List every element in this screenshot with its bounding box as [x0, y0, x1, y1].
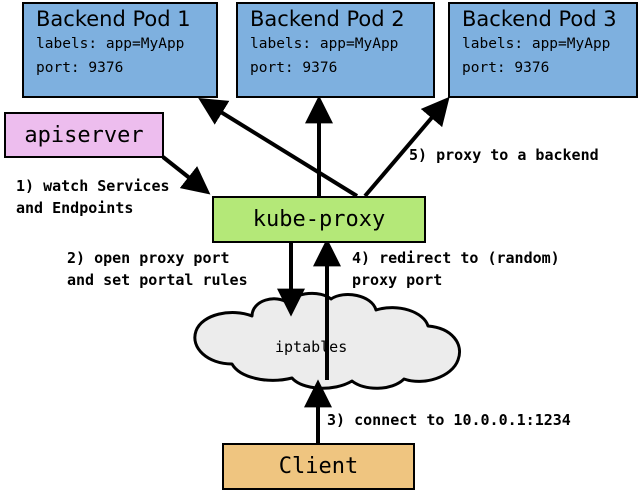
pod-3-port: port: 9376 [462, 60, 550, 76]
arrow-apiserver-to-kubeproxy [161, 155, 211, 195]
pod-2-labels: labels: app=MyApp [250, 36, 399, 52]
step-1-line-1: 1) watch Services [16, 177, 170, 195]
pod-1-labels: labels: app=MyApp [36, 36, 185, 52]
apiserver-label: apiserver [24, 122, 144, 148]
step-2-line-2: and set portal rules [67, 271, 248, 289]
arrow-kubeproxy-to-pod-3 [363, 96, 450, 198]
pod-1-port: port: 9376 [36, 60, 124, 76]
pod-box-1[interactable]: Backend Pod 1 labels: app=MyApp port: 93… [22, 2, 218, 98]
kubeproxy-box[interactable]: kube-proxy [212, 196, 426, 243]
pod-3-title: Backend Pod 3 [462, 7, 617, 31]
pod-box-3[interactable]: Backend Pod 3 labels: app=MyApp port: 93… [448, 2, 638, 98]
client-box[interactable]: Client [222, 443, 415, 490]
kubeproxy-label: kube-proxy [252, 207, 386, 232]
pod-2-title: Backend Pod 2 [250, 7, 405, 31]
step-2-line-1: 2) open proxy port [67, 249, 230, 267]
pod-box-2[interactable]: Backend Pod 2 labels: app=MyApp port: 93… [236, 2, 435, 98]
iptables-label: iptables [275, 338, 348, 356]
client-label: Client [278, 454, 359, 479]
step-4-line-2: proxy port [352, 271, 443, 289]
step-3-line-1: 3) connect to 10.0.0.1:1234 [327, 411, 571, 429]
step-1-line-2: and Endpoints [16, 199, 134, 217]
pod-2-port: port: 9376 [250, 60, 338, 76]
apiserver-box[interactable]: apiserver [4, 112, 164, 158]
pod-1-title: Backend Pod 1 [36, 7, 191, 31]
step-5-line-1: 5) proxy to a backend [409, 146, 599, 164]
arrow-kubeproxy-to-pod-1 [198, 98, 359, 198]
pod-3-labels: labels: app=MyApp [462, 36, 611, 52]
step-4-line-1: 4) redirect to (random) [352, 249, 560, 267]
